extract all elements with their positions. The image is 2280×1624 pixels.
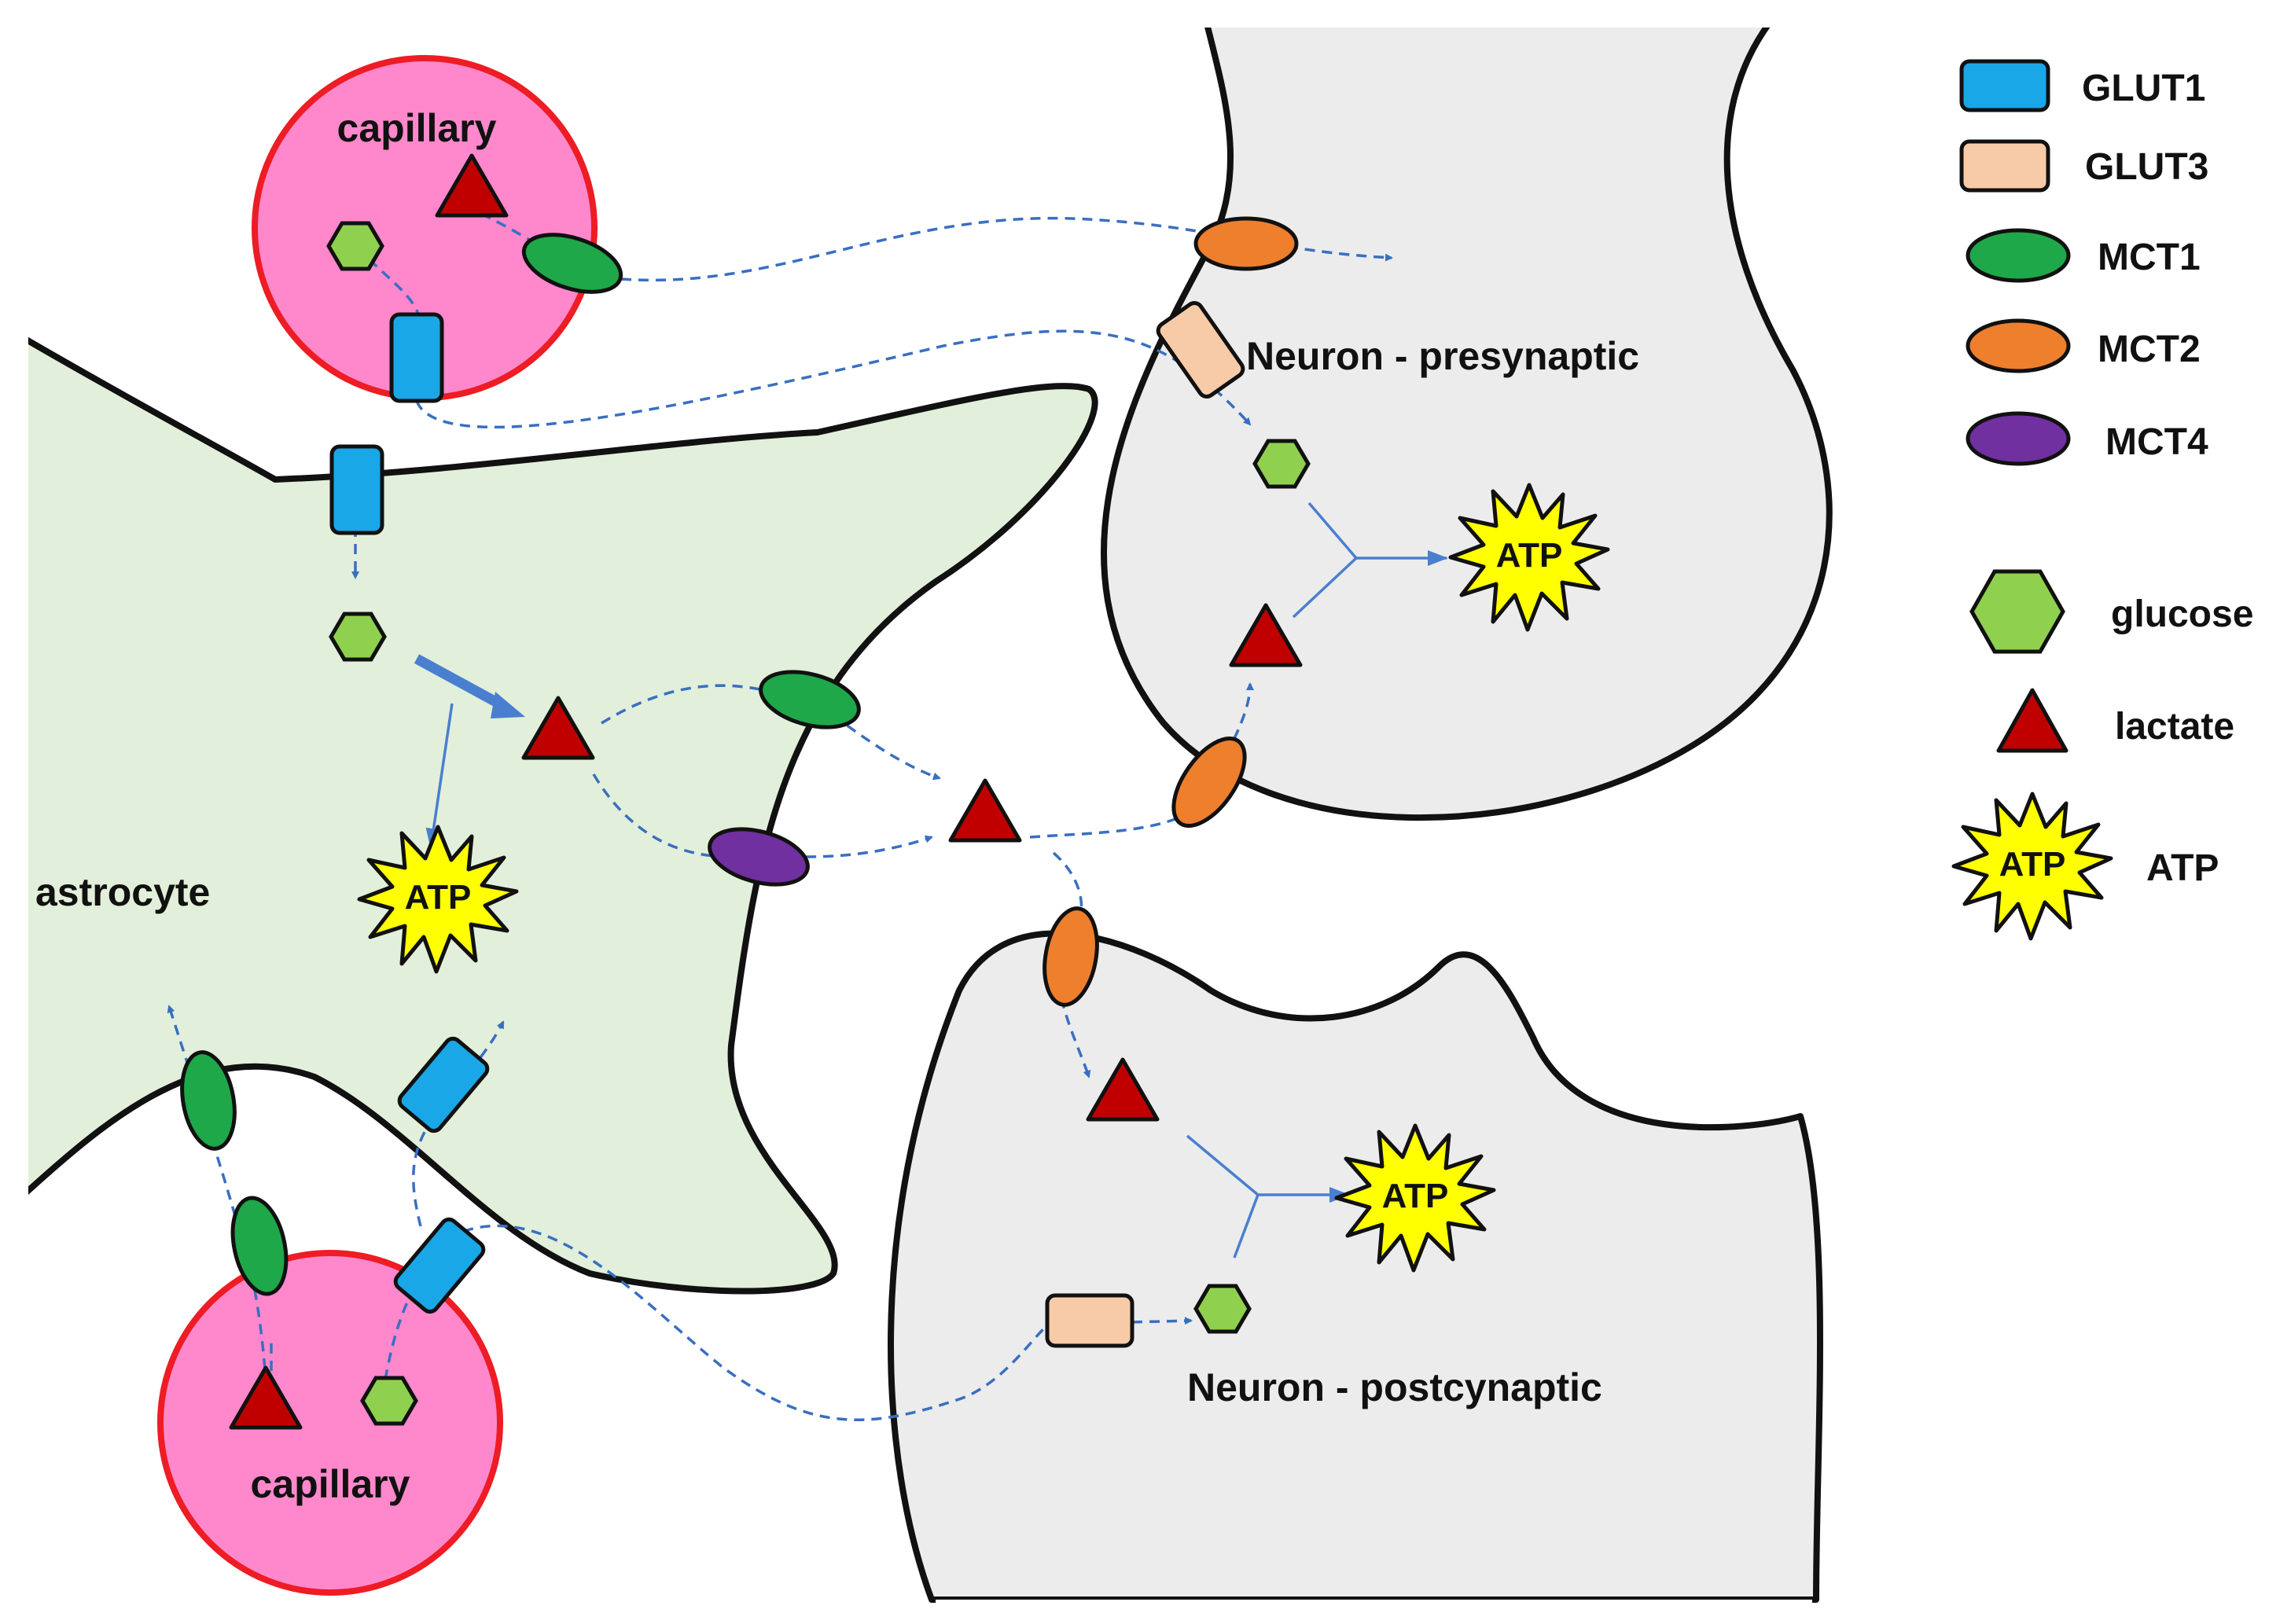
- mct2-postsynaptic: [1043, 906, 1099, 1007]
- svg-text:ATP: ATP: [1999, 845, 2066, 884]
- flow-lactate-capillary-to-presynaptic: [620, 216, 1393, 282]
- legend-item-mct2: MCT2: [1966, 318, 2201, 373]
- mct2-presynaptic-bottom: [1171, 736, 1247, 829]
- legend-item-mct1: MCT1: [1966, 228, 2201, 283]
- atp-astrocyte-label: ATP: [405, 878, 472, 917]
- glut1-top-capillary: [389, 312, 444, 403]
- label-postsynaptic: Neuron - postcynaptic: [1187, 1365, 1602, 1409]
- glut3-postsynaptic: [1045, 1293, 1134, 1348]
- arrow-glucose-to-lactate-astro: [414, 654, 525, 718]
- svg-text:MCT4: MCT4: [2105, 421, 2208, 463]
- mct2-presynaptic-top: [1193, 216, 1299, 271]
- svg-text:ATP: ATP: [2146, 847, 2219, 889]
- flow-glut3-to-post-glucose: [1131, 1317, 1193, 1325]
- flow-post-mct2-to-lactate: [1060, 998, 1091, 1078]
- legend-item-mct4: MCT4: [1966, 411, 2208, 466]
- svg-text:lactate: lactate: [2115, 706, 2234, 748]
- legend-item-lactate: lactate: [1996, 688, 2234, 753]
- mct1-astrocyte-bottom: [180, 1050, 237, 1151]
- glut3-presynaptic: [1156, 301, 1245, 399]
- glut1-astrocyte-bottom: [397, 1036, 490, 1133]
- astrocyte-body: [20, 335, 1098, 1295]
- legend-item-atp: ATP ATP: [1954, 794, 2219, 939]
- svg-text:MCT2: MCT2: [2098, 329, 2201, 370]
- legend-item-glut3: GLUT3: [1959, 139, 2208, 193]
- presynaptic-neuron-body: [1101, 20, 1833, 821]
- mct1-top-capillary: [521, 233, 623, 294]
- mct1-bottom-capillary: [230, 1196, 289, 1296]
- svg-text:GLUT3: GLUT3: [2085, 146, 2208, 188]
- glucose-astrocyte: [331, 614, 384, 660]
- arrow-postsynaptic-to-atp: [1186, 1134, 1350, 1258]
- legend: GLUT1 GLUT3 MCT1 MCT2 MCT4 glucose lacta…: [1954, 59, 2253, 939]
- atp-postsynaptic-label: ATP: [1382, 1177, 1449, 1215]
- lactate-extracellular: [951, 781, 1020, 840]
- atp-presynaptic: ATP: [1451, 485, 1608, 630]
- glucose-top-capillary: [329, 223, 382, 269]
- capillary-bottom: [157, 1250, 503, 1596]
- flow-extra-lactate-to-pre-mct2: [1029, 816, 1180, 839]
- glucose-postsynaptic: [1196, 1286, 1249, 1332]
- legend-item-glucose: glucose: [1969, 569, 2253, 654]
- svg-text:glucose: glucose: [2111, 593, 2253, 635]
- svg-text:MCT1: MCT1: [2098, 237, 2201, 278]
- legend-item-glut1: GLUT1: [1959, 59, 2205, 112]
- flow-astro-lactate-to-mct4: [592, 773, 732, 858]
- svg-text:GLUT1: GLUT1: [2082, 68, 2205, 109]
- label-capillary-top: capillary: [337, 106, 497, 150]
- mct4-astrocyte-edge: [708, 827, 810, 887]
- atp-astrocyte: ATP: [359, 827, 517, 972]
- arrow-presynaptic-to-atp: [1292, 502, 1448, 619]
- mct1-astrocyte-edge: [759, 670, 861, 729]
- atp-presynaptic-label: ATP: [1496, 536, 1563, 575]
- arrow-glucose-to-atp-astro: [425, 703, 454, 849]
- glucose-presynaptic: [1255, 441, 1308, 487]
- label-presynaptic: Neuron - presynaptic: [1246, 334, 1639, 378]
- flow-mct4-to-extra-lactate: [805, 835, 933, 858]
- postsynaptic-neuron-body: [888, 930, 1823, 1603]
- atp-postsynaptic: ATP: [1337, 1126, 1494, 1270]
- flow-astro-lactate-to-mct1: [601, 684, 771, 725]
- flow-mct1-to-extra-lactate: [832, 714, 941, 781]
- label-capillary-bottom: capillary: [251, 1462, 410, 1506]
- glucose-bottom-capillary: [362, 1378, 416, 1424]
- label-astrocyte: astrocyte: [35, 870, 210, 914]
- flow-glucose-capillary-to-presynaptic: [415, 329, 1252, 429]
- glut1-astrocyte-top: [329, 444, 384, 535]
- glut1-bottom-capillary: [393, 1217, 486, 1314]
